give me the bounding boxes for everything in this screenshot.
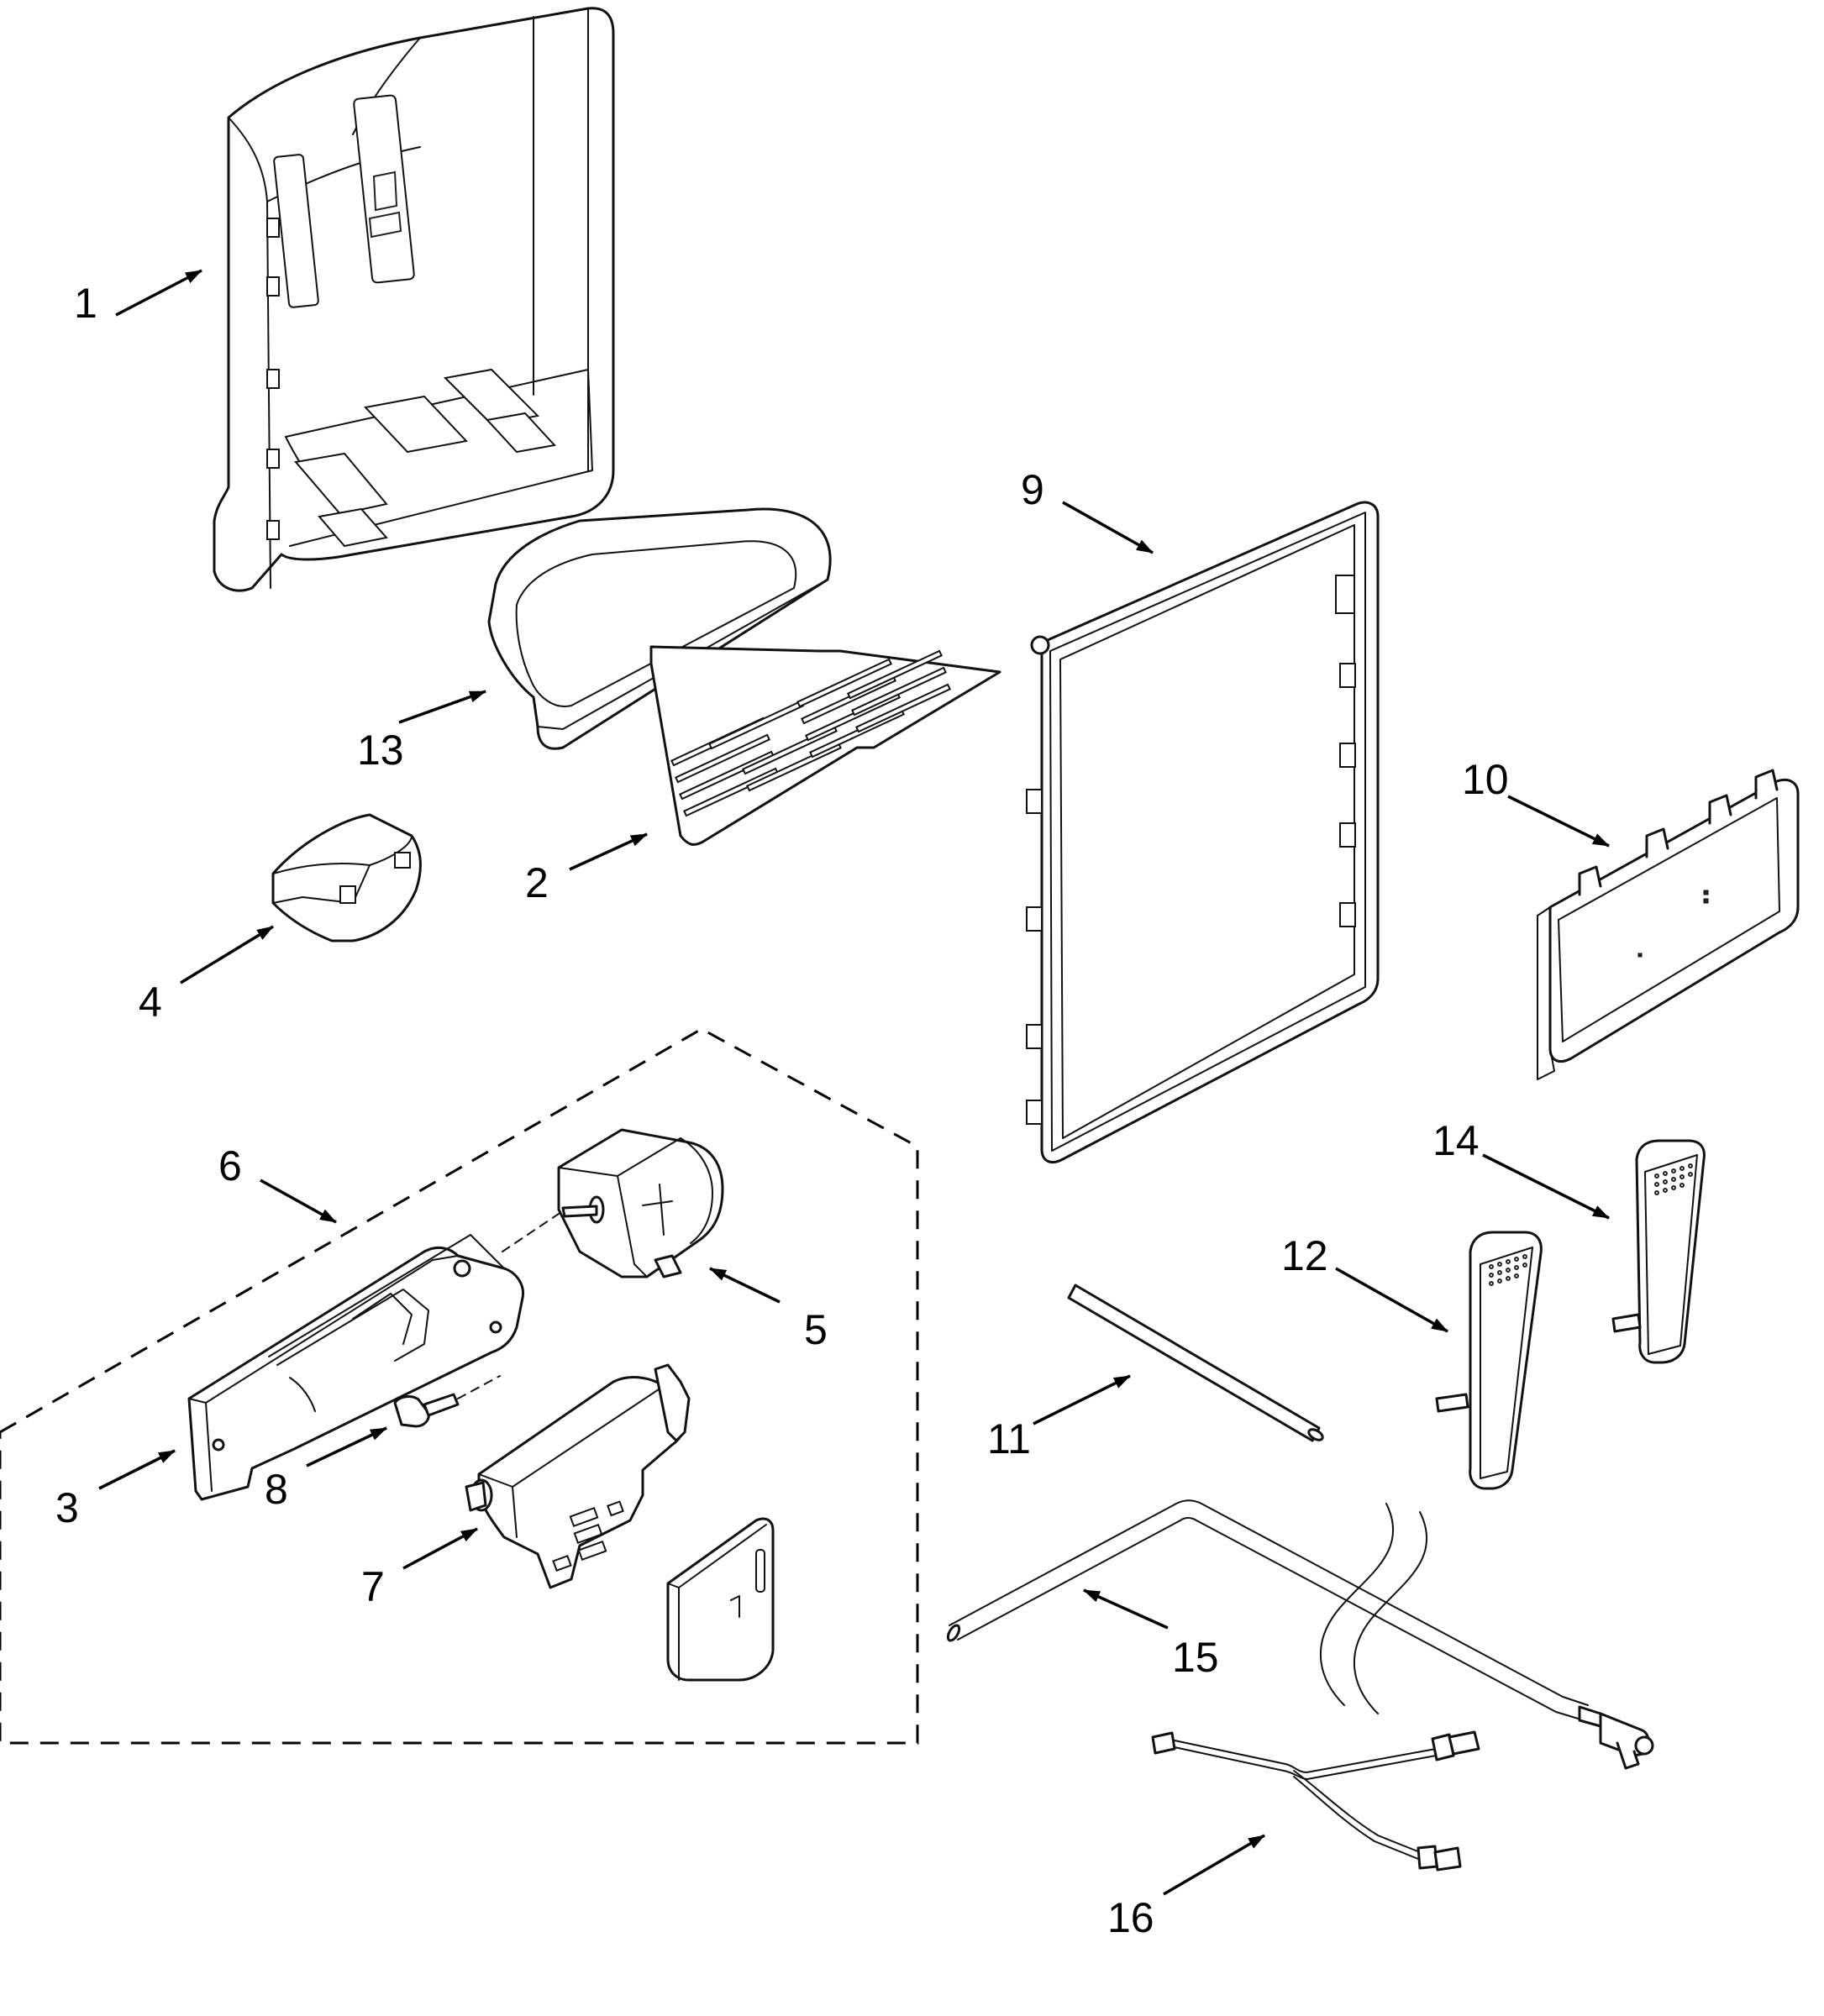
callout-4: 4 <box>139 979 162 1026</box>
part-16-wire-harness <box>1151 1730 1480 1872</box>
part-12-control-panel <box>1435 1231 1543 1490</box>
assembly-6-boundary <box>0 1027 919 1745</box>
callout-2: 2 <box>525 859 549 906</box>
part-3-bracket <box>187 1234 525 1501</box>
part-9-door-frame <box>1026 501 1380 1163</box>
callout-10: 10 <box>1462 756 1509 803</box>
callout-5: 5 <box>804 1306 828 1353</box>
callout-15: 15 <box>1172 1634 1219 1681</box>
part-1-dispenser-housing <box>213 7 615 592</box>
leader-arrows <box>98 269 1610 1896</box>
callout-labels: 1 2 3 4 5 6 7 8 9 10 11 12 13 14 15 16 <box>55 280 1509 1941</box>
callout-14: 14 <box>1432 1117 1480 1164</box>
callout-6: 6 <box>218 1142 242 1189</box>
part-6-paddle-cover <box>666 1517 775 1682</box>
callout-8: 8 <box>265 1466 288 1513</box>
part-7-actuator <box>465 1363 691 1589</box>
part-13-drip-tray <box>487 507 832 750</box>
part-8-screw <box>393 1375 501 1428</box>
callout-11: 11 <box>987 1415 1031 1462</box>
part-15-water-tube <box>946 1499 1654 1770</box>
part-4-chute-cup <box>271 813 422 942</box>
part-14-control-board <box>1611 1139 1706 1364</box>
callout-9: 9 <box>1021 466 1044 513</box>
callout-13: 13 <box>357 727 404 774</box>
part-11-tube <box>1067 1284 1324 1442</box>
part-5-motor <box>502 1128 724 1278</box>
part-2-drip-tray-grille <box>649 645 1001 846</box>
callout-16: 16 <box>1107 1894 1154 1941</box>
callout-1: 1 <box>74 280 97 327</box>
callout-7: 7 <box>361 1563 385 1610</box>
part-10-display-panel <box>1537 769 1800 1080</box>
callout-12: 12 <box>1281 1232 1328 1279</box>
callout-3: 3 <box>55 1484 79 1531</box>
